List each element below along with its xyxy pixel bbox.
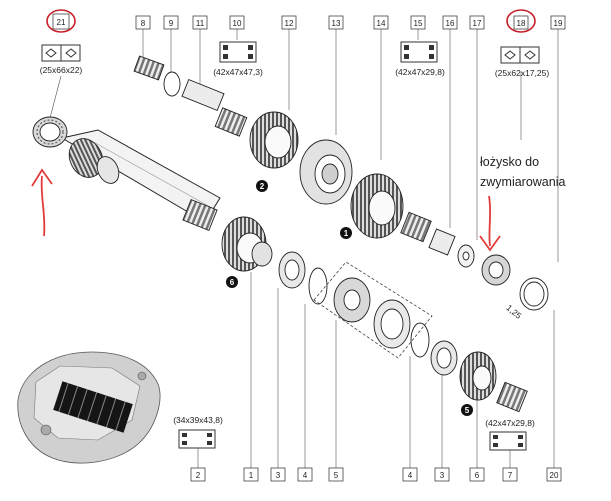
badge-5: 5 [461, 404, 473, 416]
svg-text:1: 1 [249, 471, 254, 480]
callout-5-bottom: 5 [328, 320, 344, 482]
callout-4-bottom: 4 [297, 304, 313, 482]
callout-4b-bottom: 4 [402, 356, 418, 482]
gear-12 [249, 111, 299, 169]
ball-bearing-symbol-icon [41, 44, 81, 62]
svg-text:21: 21 [57, 18, 66, 27]
callout-18: 18 [506, 9, 536, 140]
input-shaft [60, 129, 221, 223]
red-arrow-up [31, 168, 53, 237]
callout-14: 14 [373, 15, 389, 160]
callout-21: 21 [46, 9, 76, 33]
snap-ring-19 [519, 277, 549, 311]
gearbox-housing-image [17, 351, 161, 464]
needle-bearing-8 [133, 55, 165, 81]
dimension-10: (42x47x47,3) [213, 67, 263, 77]
svg-text:7: 7 [508, 471, 513, 480]
highlight-circle-18 [506, 9, 536, 33]
callout-1-bottom: 1 [243, 272, 259, 482]
spring-ring-4 [308, 267, 328, 305]
callout-13: 13 [328, 15, 344, 135]
annotation-text: łożysko do zwymiarowania [480, 155, 565, 189]
svg-text:3: 3 [440, 471, 445, 480]
svg-text:19: 19 [554, 19, 563, 28]
callout-6-bottom: 6 [469, 400, 485, 482]
gear-6 [459, 351, 497, 401]
svg-text:12: 12 [285, 19, 294, 28]
sleeve-11 [181, 78, 225, 112]
spring-ring-4b [410, 322, 430, 358]
callout-20-bottom: 20 [546, 310, 562, 482]
svg-text:9: 9 [169, 19, 174, 28]
synchro-ring-3 [278, 251, 306, 289]
dimension-2: (34x39x43,8) [173, 415, 223, 425]
callout-2-bottom: 2 [190, 448, 206, 482]
callout-8: 8 [135, 15, 151, 60]
badge-6: 6 [226, 276, 238, 288]
synchro-assembly-5 [313, 261, 433, 359]
svg-text:6: 6 [230, 278, 235, 287]
synchro-ring-3b [430, 340, 458, 376]
dimension-18: (25x62x17,25) [495, 68, 550, 78]
badge-2: 2 [256, 180, 268, 192]
svg-text:17: 17 [473, 19, 482, 28]
svg-text:11: 11 [196, 19, 205, 28]
svg-text:4: 4 [408, 471, 413, 480]
red-arrow-down [479, 195, 501, 252]
svg-text:20: 20 [550, 471, 559, 480]
callout-9: 9 [163, 15, 179, 72]
svg-text:5: 5 [465, 406, 470, 415]
ball-bearing-symbol-icon [500, 46, 540, 64]
svg-text:2: 2 [196, 471, 201, 480]
circlip-9 [163, 71, 181, 97]
dimension-21: (25x66x22) [40, 65, 83, 75]
callout-3b-bottom: 3 [434, 374, 450, 482]
needle-bearing-symbol-icon [178, 429, 216, 449]
sleeve-16 [428, 228, 456, 256]
synchro-hub-13 [299, 139, 353, 205]
gear-1 [221, 216, 273, 272]
washer-17 [457, 244, 475, 268]
callout-7-bottom: 7 [502, 450, 518, 482]
needle-bearing-10 [214, 107, 248, 137]
dimension-7: (42x47x29,8) [485, 418, 535, 428]
svg-text:8: 8 [141, 19, 146, 28]
svg-text:2: 2 [260, 182, 265, 191]
svg-text:3: 3 [276, 471, 281, 480]
svg-text:18: 18 [517, 19, 526, 28]
svg-text:13: 13 [332, 19, 341, 28]
bearing-18 [481, 254, 511, 286]
svg-text:6: 6 [475, 471, 480, 480]
svg-text:16: 16 [446, 19, 455, 28]
gear-14 [350, 173, 404, 239]
svg-text:14: 14 [377, 19, 386, 28]
callout-16: 16 [442, 15, 458, 228]
svg-text:10: 10 [233, 19, 242, 28]
callout-12: 12 [281, 15, 297, 110]
needle-bearing-2 [182, 198, 218, 232]
needle-bearing-symbol-icon [400, 41, 438, 63]
needle-bearing-7 [496, 381, 528, 413]
needle-bearing-symbol-icon [219, 41, 257, 63]
svg-text:1: 1 [344, 229, 349, 238]
badge-1: 1 [340, 227, 352, 239]
svg-text:4: 4 [303, 471, 308, 480]
needle-bearing-15 [400, 211, 432, 243]
needle-bearing-symbol-icon [489, 431, 527, 451]
ring-mark: 1,25 [504, 303, 523, 321]
highlight-circle-21 [46, 9, 76, 33]
callout-17: 17 [469, 15, 485, 240]
svg-text:5: 5 [334, 471, 339, 480]
callout-19: 19 [550, 15, 566, 262]
svg-text:15: 15 [414, 19, 423, 28]
callout-11: 11 [192, 15, 208, 85]
dimension-15: (42x47x29,8) [395, 67, 445, 77]
svg-text:1,25: 1,25 [504, 303, 523, 321]
callout-3-bottom: 3 [270, 288, 286, 482]
bearing-21 [32, 116, 68, 148]
callout-10: 10 [229, 15, 245, 40]
callout-15: 15 [410, 15, 426, 40]
